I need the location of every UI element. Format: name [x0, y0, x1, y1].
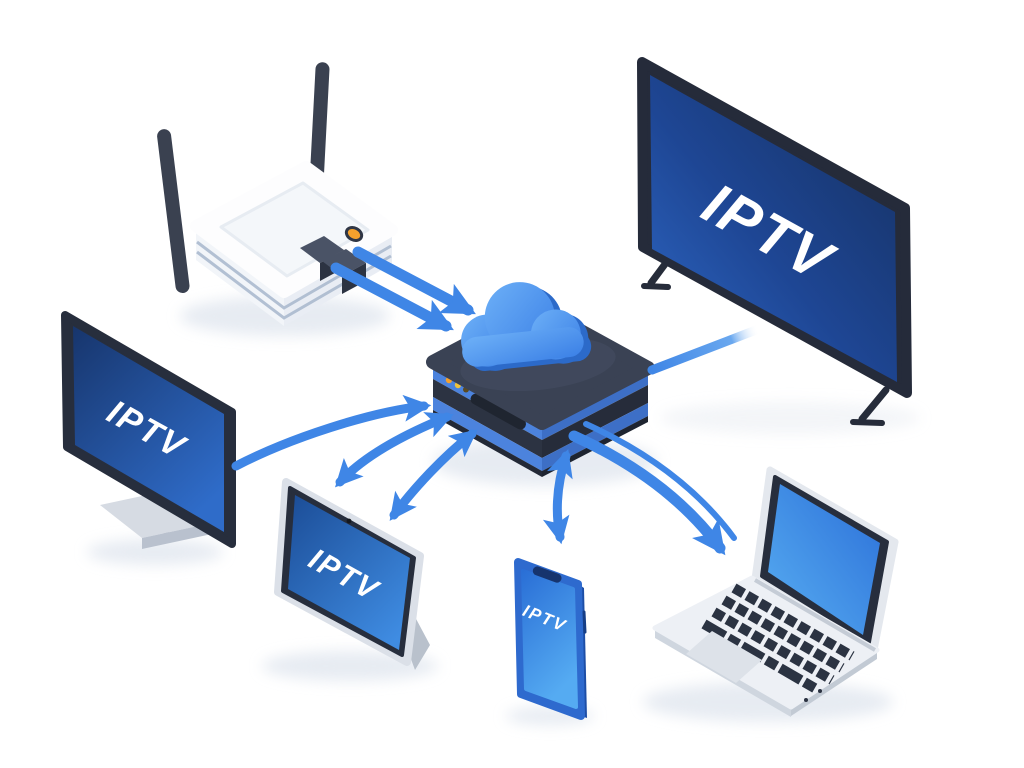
- smart-tv: IPTV: [637, 57, 912, 426]
- tablet-camera: [346, 518, 352, 524]
- link-hub-to-tv: [647, 325, 761, 375]
- router-led: [344, 226, 364, 242]
- connection-arrows: [231, 246, 761, 556]
- tablet: IPTV: [274, 478, 430, 670]
- tablet-screen: [288, 495, 410, 650]
- laptop-keyboard: [701, 583, 855, 695]
- monitor-base-front: [142, 523, 212, 549]
- monitor-shadow: [87, 539, 223, 565]
- arrow-hub-laptop: [568, 430, 726, 556]
- wifi-router: [157, 62, 398, 326]
- arrow-router-to-hub-1: [330, 262, 454, 332]
- laptop: [652, 466, 899, 717]
- laptop-ports: [804, 689, 822, 702]
- laptop-hinge: [753, 578, 877, 652]
- monitor-screen: [73, 326, 224, 532]
- phone-button: [582, 610, 587, 634]
- arrow-router-to-hub-2: [352, 246, 476, 316]
- phone-notch: [532, 566, 562, 583]
- desktop-monitor: IPTV: [61, 311, 236, 549]
- arrow-hub-tablet-1: [335, 412, 454, 488]
- smartphone: IPTV: [514, 558, 587, 720]
- hub-slot: [470, 393, 527, 430]
- cloud-body: [461, 282, 584, 367]
- iptv-cloud-hub: [426, 282, 655, 477]
- phone-screen: [521, 569, 578, 709]
- tv-screen: [650, 75, 897, 382]
- tv-shadow: [660, 402, 920, 434]
- arrow-monitor-to-hub: [231, 394, 432, 471]
- laptop-trackpad: [686, 631, 762, 683]
- arrow-hub-tablet-2: [389, 429, 478, 521]
- cloud-icon: [461, 282, 592, 371]
- arrow-hub-phone: [542, 449, 573, 545]
- laptop-screen: [768, 484, 880, 635]
- router-antenna-left: [157, 129, 190, 294]
- router-top-inset: [219, 181, 370, 278]
